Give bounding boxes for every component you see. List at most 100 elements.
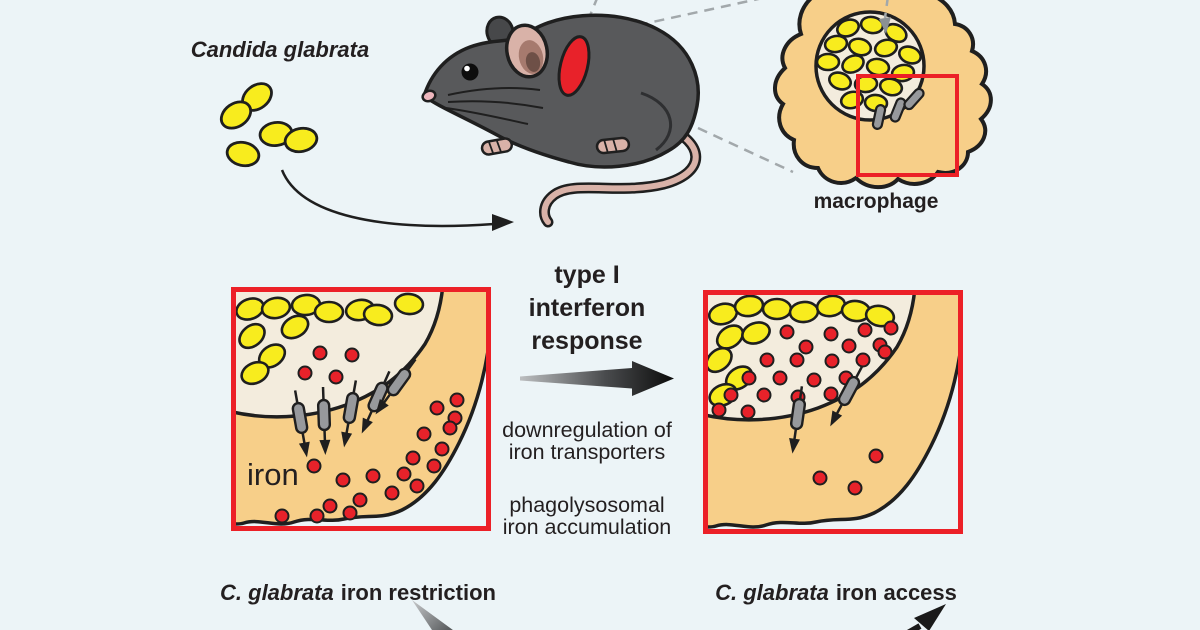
extracellular-area xyxy=(231,351,488,531)
mouse-whiskers xyxy=(445,86,544,125)
yeast-cell-icon xyxy=(828,71,852,91)
mouse-eye xyxy=(461,63,479,81)
iron-dot-icon xyxy=(823,386,839,402)
transporter-arrowhead xyxy=(789,437,800,454)
iron-transporter-icon xyxy=(341,380,360,448)
outcome-left-species: C. glabrata xyxy=(220,580,334,605)
transporter-arrowhead xyxy=(830,410,843,427)
iron-dot-icon xyxy=(740,404,756,420)
transporter-body xyxy=(903,87,925,111)
iron-label: iron xyxy=(247,457,299,492)
iron-dot-icon xyxy=(812,470,828,486)
outcome-right-species: C. glabrata xyxy=(715,580,829,605)
yeast-cell-icon xyxy=(715,324,745,350)
yeast-cell-icon xyxy=(260,296,292,320)
iron-dot-icon xyxy=(365,468,381,484)
outcome-left-text: iron restriction xyxy=(341,580,496,605)
mouse-hind-paw xyxy=(595,136,631,155)
iron-dot-icon xyxy=(759,352,775,368)
transporter-arrowhead xyxy=(375,398,389,415)
mouse-illustration xyxy=(421,13,702,228)
yeast-cells-left-panel xyxy=(235,292,425,386)
yeast-cell-icon xyxy=(815,52,841,72)
transporter-body xyxy=(837,375,861,407)
iron-transporter-icon xyxy=(903,87,925,111)
iron-dot-icon xyxy=(789,352,805,368)
transporter-body xyxy=(789,397,807,431)
transporter-arrowhead xyxy=(319,439,331,455)
yeast-cell-icon xyxy=(873,38,899,58)
macrophage-cell xyxy=(773,0,993,190)
iron-dot-icon xyxy=(335,472,351,488)
iron-dot-icon xyxy=(823,326,839,342)
iron-transporter-icon xyxy=(871,104,887,130)
mouse-eye-highlight xyxy=(464,65,470,72)
candida-yeast-cluster xyxy=(219,82,319,168)
transporter-body xyxy=(367,381,389,413)
effect2-line1: phagolysosomal xyxy=(509,493,664,517)
left-panel-border xyxy=(231,287,491,531)
right-panel-border xyxy=(703,290,963,534)
iron-dot-icon xyxy=(711,402,727,418)
iron-dot-icon xyxy=(868,448,884,464)
yeast-cell-icon xyxy=(283,126,319,154)
iron-dot-icon xyxy=(779,324,795,340)
iron-dot-icon xyxy=(429,400,445,416)
response-title-line2: interferon xyxy=(529,294,646,322)
iron-dot-icon xyxy=(384,485,400,501)
mouse-front-paw xyxy=(480,137,514,156)
iron-dot-icon xyxy=(409,478,425,494)
candida-glabrata-label: Candida glabrata xyxy=(191,37,369,62)
iron-dot-icon xyxy=(328,369,344,385)
iron-dot-icon xyxy=(312,345,328,361)
iron-transporter-icon xyxy=(361,370,391,434)
yeast-cell-icon xyxy=(238,322,266,350)
iron-dot-icon xyxy=(396,466,412,482)
yeast-cell-icon xyxy=(788,300,820,324)
inoculation-arrow xyxy=(280,169,495,228)
mouse-inner-ear-shadow xyxy=(525,52,541,72)
effect1-line1: downregulation of xyxy=(502,418,672,442)
mouse-tail xyxy=(541,124,699,225)
iron-dot-icon xyxy=(824,353,840,369)
phagosome-iron-dots-left xyxy=(297,345,360,385)
iron-dot-icon xyxy=(352,492,368,508)
iron-dot-icon xyxy=(756,387,772,403)
transporter-body xyxy=(386,367,412,397)
inset-panel-iron-access xyxy=(703,290,963,534)
cell-membrane-line xyxy=(703,352,962,530)
phagosome-iron-dots-right xyxy=(711,320,899,420)
yeast-cell-icon xyxy=(733,294,765,318)
iron-dot-icon xyxy=(877,344,893,360)
yeast-cell-icon xyxy=(705,346,733,374)
yeast-cell-icon xyxy=(841,54,865,74)
iron-dot-icon xyxy=(426,458,442,474)
iron-dot-icon xyxy=(798,339,814,355)
outcome-right-text: iron access xyxy=(836,580,957,605)
iron-transporter-icon xyxy=(291,390,310,458)
yeast-cell-icon xyxy=(225,140,261,168)
iron-dot-icon xyxy=(741,370,757,386)
iron-dot-icon xyxy=(274,508,290,524)
iron-dot-icon xyxy=(416,426,432,442)
macrophage-label: macrophage xyxy=(814,190,939,213)
outcome-right-arrow-icon xyxy=(906,604,946,630)
outcome-right-label: C. glabrata iron access xyxy=(715,580,957,605)
yeast-cell-icon xyxy=(836,18,860,38)
yeast-cell-icon xyxy=(878,77,904,97)
cytoplasm-iron-dots-left xyxy=(274,392,465,524)
inset-panel-iron-restriction: iron xyxy=(231,287,491,531)
iron-dot-icon xyxy=(442,420,458,436)
outcome-left-label: C. glabrata iron restriction xyxy=(220,580,496,605)
iron-transporters-right xyxy=(789,365,864,454)
iron-dot-icon xyxy=(841,338,857,354)
yeast-cell-icon xyxy=(741,321,771,345)
effect1-line2: iron transporters xyxy=(509,440,666,464)
iron-dot-icon xyxy=(434,441,450,457)
iron-dot-icon xyxy=(306,458,322,474)
response-title-line3: response xyxy=(531,327,642,355)
iron-transporters-left xyxy=(291,358,417,458)
yeast-cell-icon xyxy=(864,304,896,328)
response-title-line1: type I xyxy=(554,261,619,289)
